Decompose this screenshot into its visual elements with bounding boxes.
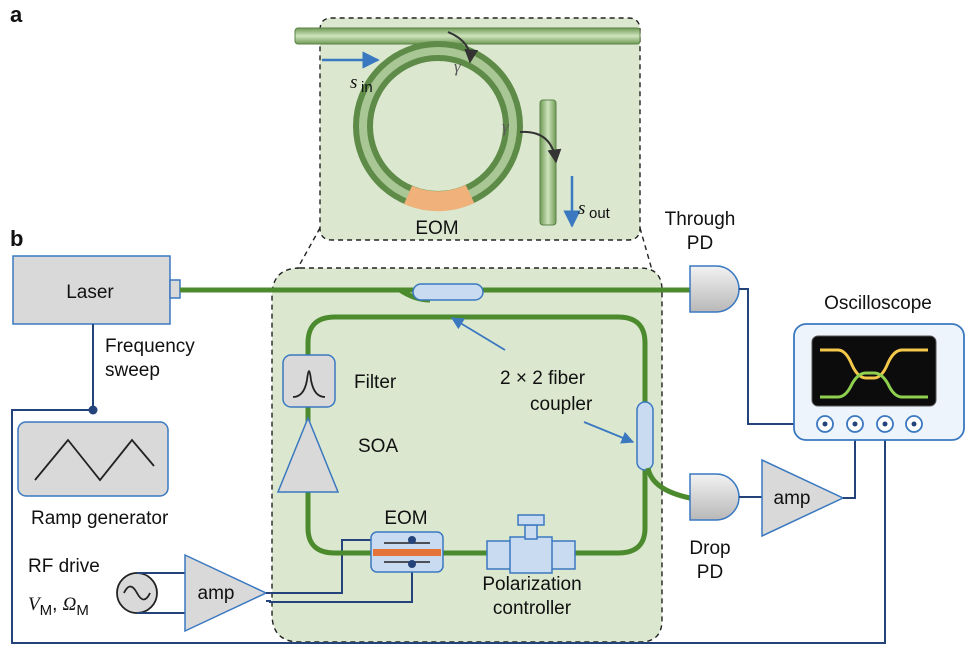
detector-amplifier-label: amp	[774, 488, 811, 509]
s-out-label: s	[578, 198, 585, 219]
gamma-right: γ	[502, 117, 510, 136]
ring-eom-label: EOM	[415, 218, 458, 239]
polarization-body-center	[509, 536, 553, 574]
soa-label: SOA	[358, 436, 398, 457]
coupler-label-1: 2 × 2 fiber	[500, 368, 586, 389]
sine-icon	[123, 585, 151, 601]
through-pd-wire	[739, 288, 825, 425]
eom-waveguide	[373, 549, 441, 556]
side-fiber-coupler	[636, 401, 654, 471]
ramp-generator-box	[17, 421, 169, 497]
coupler-arrow-side	[583, 421, 635, 444]
filter-peak-icon	[292, 370, 326, 398]
through-pd-label-2: PD	[687, 233, 713, 254]
s-out-sub: out	[589, 205, 611, 222]
drop-fiber	[645, 467, 691, 501]
ramp-generator-label: Ramp generator	[31, 508, 169, 529]
scope-input-1-pin	[822, 421, 828, 427]
coupling-arrow-top	[447, 31, 479, 64]
amp-to-eom-wire-bottom	[266, 563, 413, 603]
polarization-label-2: controller	[493, 598, 572, 619]
scope-trigger-wire	[11, 409, 886, 644]
drop-waveguide	[539, 99, 557, 226]
zoom-line-right	[639, 227, 661, 299]
amp-to-scope-wire	[843, 424, 856, 499]
polarization-label-1: Polarization	[482, 574, 581, 595]
s-in-sub: in	[361, 79, 373, 96]
rf-amplifier	[184, 553, 268, 633]
bus-waveguide	[294, 27, 641, 45]
cavity-fiber-loop	[305, 314, 648, 556]
polarization-knob	[517, 514, 545, 526]
rf-drive-label: RF drive	[28, 556, 100, 577]
vm-om-label: VM, ΩM	[28, 594, 89, 619]
scope-input-2-pin	[852, 421, 858, 427]
cavity-region	[271, 267, 663, 643]
coupling-arrow-right	[519, 130, 562, 164]
scope-input-4-pin	[911, 421, 917, 427]
eom-contact-bottom	[408, 560, 416, 568]
through-photodetector	[689, 265, 740, 313]
filter-label: Filter	[354, 372, 397, 393]
panel-label-b: b	[10, 226, 23, 251]
polarization-knob-stem	[524, 524, 538, 540]
eom-label: EOM	[384, 508, 427, 529]
laser-output-port	[169, 279, 181, 299]
filter-box	[282, 354, 336, 408]
drop-photodetector	[689, 473, 740, 521]
eom-contact-top	[408, 536, 416, 544]
gamma-top: γ	[454, 57, 462, 76]
zoom-line-left	[279, 227, 321, 301]
scope-input-3-pin	[882, 421, 888, 427]
drop-pd-label-2: PD	[697, 562, 723, 583]
frequency-sweep-label-2: sweep	[105, 360, 160, 381]
through-pd-label-1: Through	[665, 209, 736, 230]
oscilloscope-label: Oscilloscope	[824, 293, 932, 314]
soa-amplifier	[276, 416, 340, 493]
oscilloscope-inputs	[816, 415, 923, 433]
ring-eom-section	[404, 184, 475, 212]
ramp-waveform-icon	[34, 438, 155, 482]
drop-pd-label-1: Drop	[689, 538, 730, 559]
top-fiber-coupler	[412, 283, 484, 301]
coupler-arrow-top	[450, 317, 506, 351]
detector-amplifier	[761, 458, 845, 538]
frequency-sweep-label-1: Frequency	[105, 336, 195, 357]
laser-label: Laser	[66, 282, 114, 303]
s-in-label: s	[350, 72, 357, 93]
panel-label-a: a	[10, 2, 23, 27]
trace-yellow	[820, 348, 928, 380]
coupler-label-2: coupler	[530, 394, 593, 415]
oscilloscope-screen	[811, 335, 937, 407]
trace-green	[820, 371, 928, 399]
rf-amplifier-label: amp	[198, 583, 235, 604]
